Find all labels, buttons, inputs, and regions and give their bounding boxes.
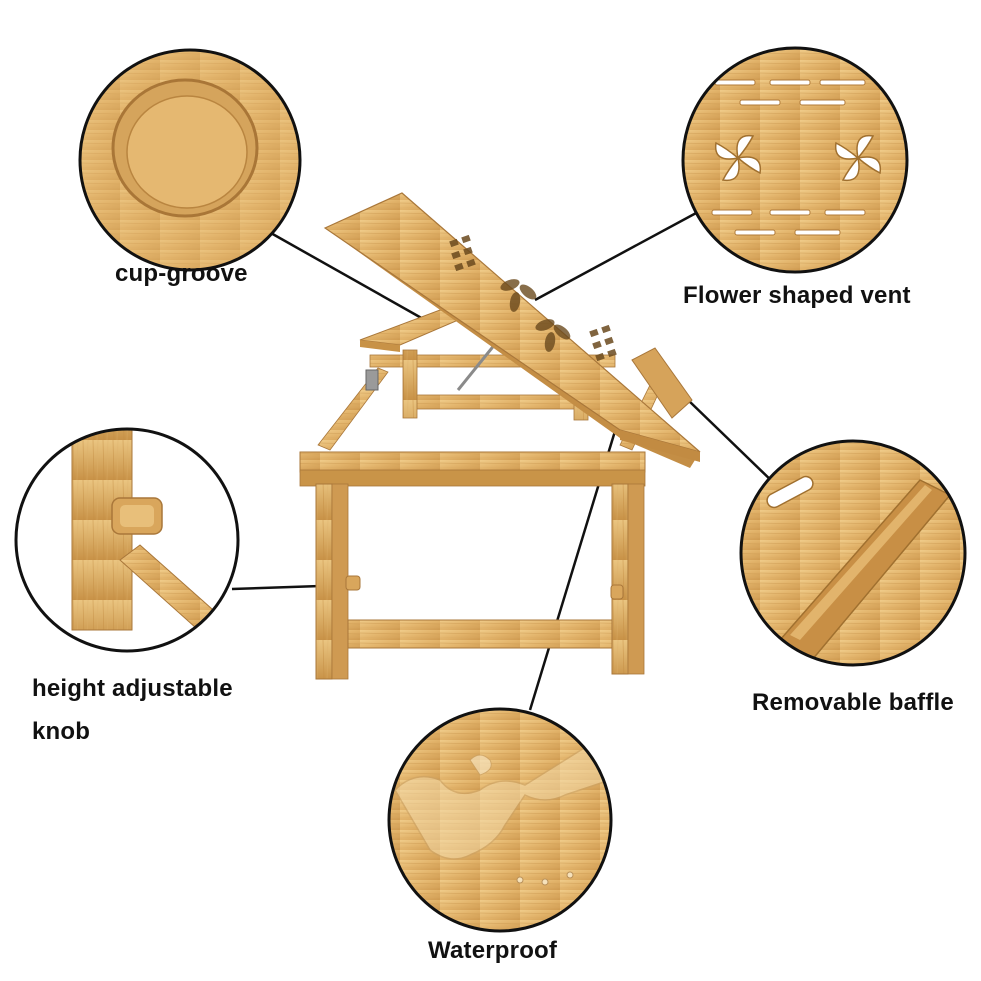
removable-baffle-label: Removable baffle [752, 689, 954, 716]
height-knob-label-line2: knob [32, 718, 91, 745]
waterproof-label: Waterproof [428, 937, 558, 964]
flower-vent-label: Flower shaped vent [683, 282, 911, 309]
cup-groove-label: cup-groove [115, 260, 248, 287]
lap-desk-illustration [299, 192, 701, 680]
pointer-lines [231, 210, 778, 711]
height-knob-detail [14, 427, 240, 653]
flower-vent-detail [681, 46, 909, 274]
waterproof-detail [387, 707, 613, 933]
removable-baffle-detail [739, 439, 967, 667]
height-knob-label-line1: height adjustable [32, 675, 233, 702]
cup-groove-detail [78, 48, 302, 272]
